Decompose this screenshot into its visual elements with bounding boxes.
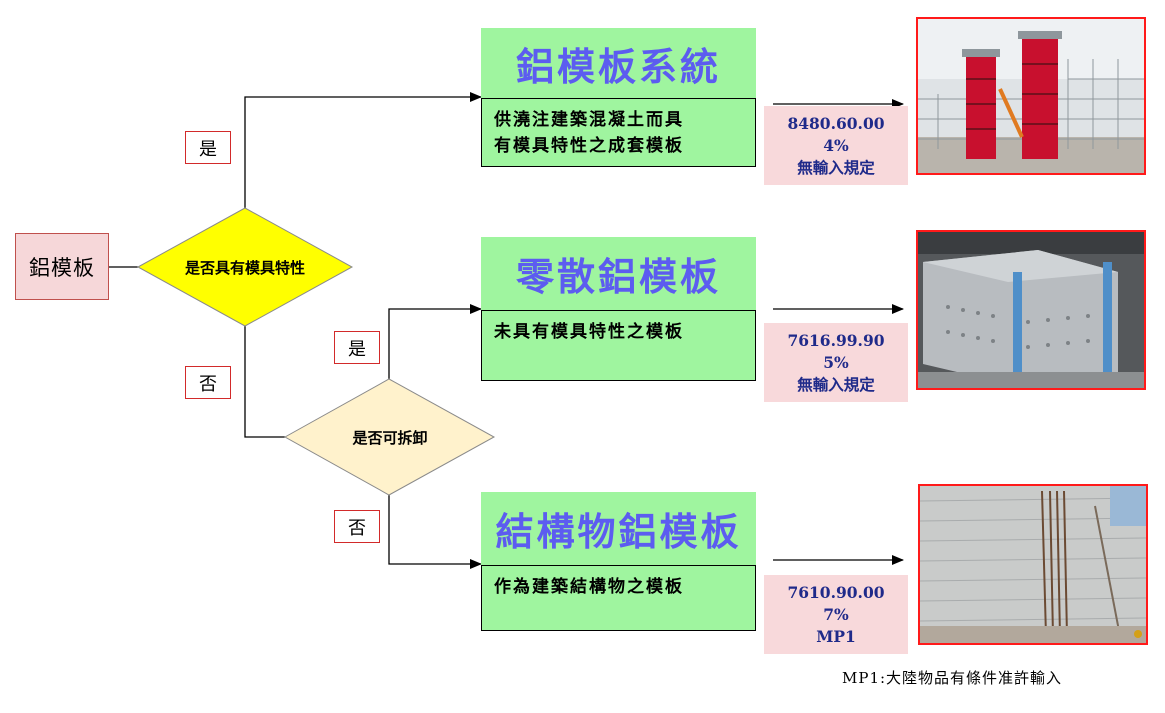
outcome2-rate: 5% (823, 352, 849, 372)
outcome3-description-line: 作為建築結構物之模板 (494, 577, 684, 597)
outcome2-code: 7616.99.90 (787, 330, 885, 350)
no-label-2: 否 (334, 510, 380, 543)
outcome2-description-line: 未具有模具特性之模板 (494, 322, 684, 342)
yes-label-2: 是 (334, 331, 380, 364)
outcome2-description: 未具有模具特性之模板 (481, 310, 756, 381)
structural-aluminum-formwork-photo (918, 484, 1148, 645)
outcome3-rate: 7% (823, 604, 849, 624)
outcome1-code: 8480.60.00 (787, 113, 885, 133)
outcome1-tariff-box: 8480.60.00 4% 無輸入規定 (764, 106, 908, 185)
connector-yes1 (244, 92, 482, 210)
decision1-label: 是否具有模具特性 (184, 258, 305, 277)
start-node: 鋁模板 (15, 233, 109, 300)
connector-no2 (388, 493, 482, 569)
outcome3-description: 作為建築結構物之模板 (481, 565, 756, 631)
no-label-1: 否 (185, 366, 231, 399)
outcome1-description-line: 有模具特性之成套模板 (494, 136, 684, 156)
loose-aluminum-panels-photo (916, 230, 1146, 390)
aluminum-formwork-system-photo (916, 17, 1146, 175)
outcome1-description-line: 供澆注建築混凝土而具 (494, 110, 684, 130)
outcome1-rule: 無輸入規定 (797, 157, 875, 177)
outcome1-rate: 4% (823, 135, 849, 155)
decision2-diamond (283, 378, 496, 496)
outcome2-tariff-box: 7616.99.90 5% 無輸入規定 (764, 323, 908, 402)
outcome2-rule: 無輸入規定 (797, 374, 875, 394)
outcome2-title: 零散鋁模板 (481, 237, 756, 310)
outcome3-tariff-box: 7610.90.00 7% MP1 (764, 575, 908, 654)
footnote: MP1:大陸物品有條件准許輸入 (842, 669, 1063, 687)
decision2-label: 是否可拆卸 (352, 428, 428, 447)
outcome1-title: 鋁模板系統 (481, 28, 756, 98)
outcome3-rule: MP1 (816, 626, 856, 646)
outcome1-description: 供澆注建築混凝土而具 有模具特性之成套模板 (481, 98, 756, 167)
yes-label-1: 是 (185, 131, 231, 164)
connector-yes2 (388, 304, 482, 381)
connector-no1 (244, 324, 285, 438)
decision1-diamond (136, 207, 354, 327)
outcome3-code: 7610.90.00 (787, 582, 885, 602)
outcome3-title: 結構物鋁模板 (481, 492, 756, 565)
start-label: 鋁模板 (29, 255, 95, 280)
